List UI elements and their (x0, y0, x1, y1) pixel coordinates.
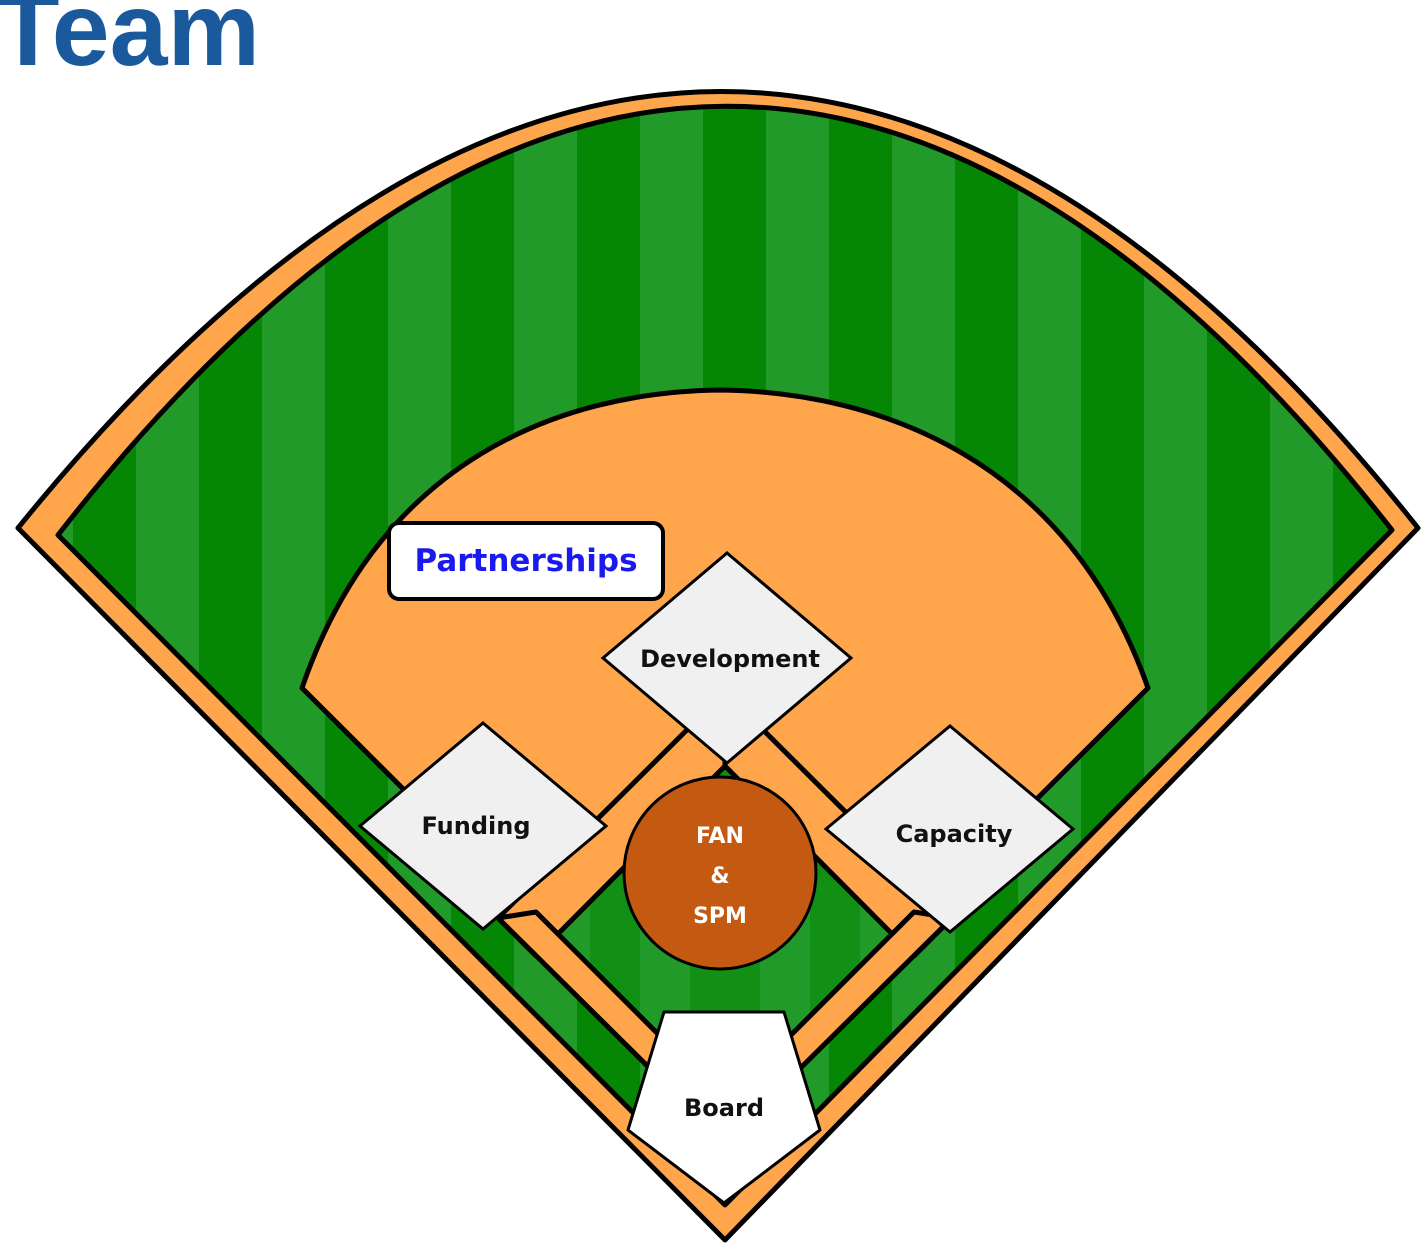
partnerships-callout: Partnerships (387, 521, 665, 601)
grass-stripe (262, 106, 325, 1205)
outfield-grass-outline (55, 103, 1395, 1208)
grass-stripe (58, 106, 73, 1205)
mound-line-1: FAN (696, 824, 744, 849)
mound-line-2: & (710, 864, 729, 889)
base-funding-label: Funding (421, 812, 530, 840)
base-capacity-label: Capacity (896, 820, 1013, 848)
base-development-label: Development (640, 645, 820, 673)
home-plate-label: Board (684, 1094, 764, 1122)
grass-stripe (1144, 106, 1207, 1205)
page-title: Team (0, 0, 260, 88)
base-funding: Funding (357, 721, 609, 931)
partnerships-label: Partnerships (414, 543, 638, 579)
base-development: Development (600, 551, 854, 765)
grass-stripe (1396, 0, 1422, 1245)
home-plate-board: Board (626, 1010, 822, 1205)
pitchers-mound: FAN & SPM (622, 775, 818, 971)
mound-line-3: SPM (693, 904, 747, 929)
base-capacity: Capacity (823, 724, 1076, 934)
